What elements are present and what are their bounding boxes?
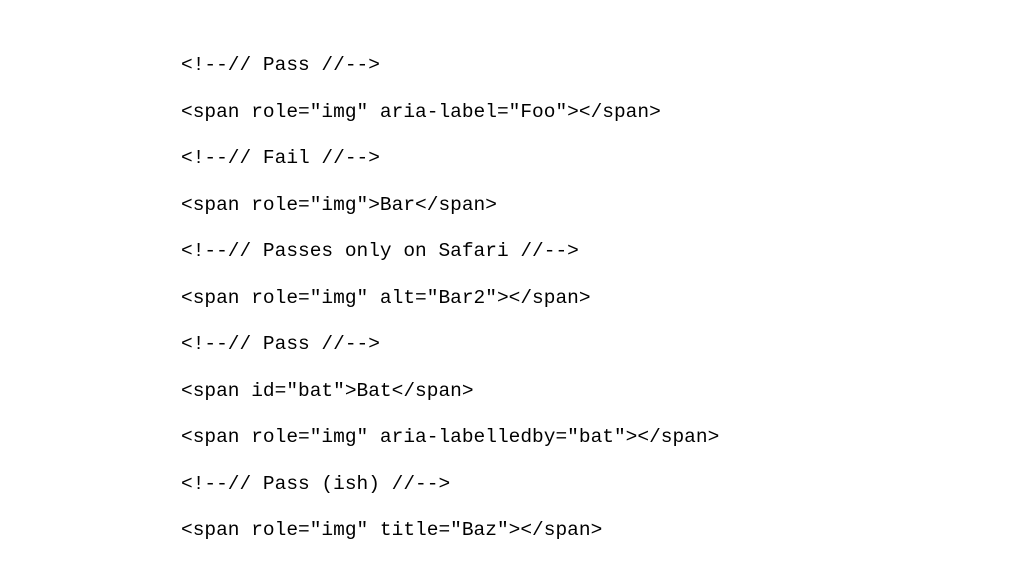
comment-pass-line: <!--// Pass //--> <box>181 54 380 76</box>
comment-pass-ish-line: <!--// Pass (ish) //--> <box>181 472 451 495</box>
comment-safari-line: <!--// Passes only on Safari //--> <box>181 240 579 262</box>
code-line-aria-labelledby: <span role="img" aria-labelledby="bat"><… <box>181 426 720 448</box>
code-line-aria-label: <span role="img" aria-label="Foo"></span… <box>181 100 661 123</box>
code-line-id-bat: <span id="bat">Bat</span> <box>181 379 474 402</box>
code-line-title: <span role="img" title="Baz"></span> <box>181 519 603 541</box>
code-line-alt: <span role="img" alt="Bar2"></span> <box>181 286 591 309</box>
code-snippet: <!--// Pass //--> <span role="img" aria-… <box>181 42 719 554</box>
comment-fail-line: <!--// Fail //--> <box>181 147 380 169</box>
code-line-inner-text: <span role="img">Bar</span> <box>181 193 497 216</box>
comment-pass-line: <!--// Pass //--> <box>181 333 380 355</box>
